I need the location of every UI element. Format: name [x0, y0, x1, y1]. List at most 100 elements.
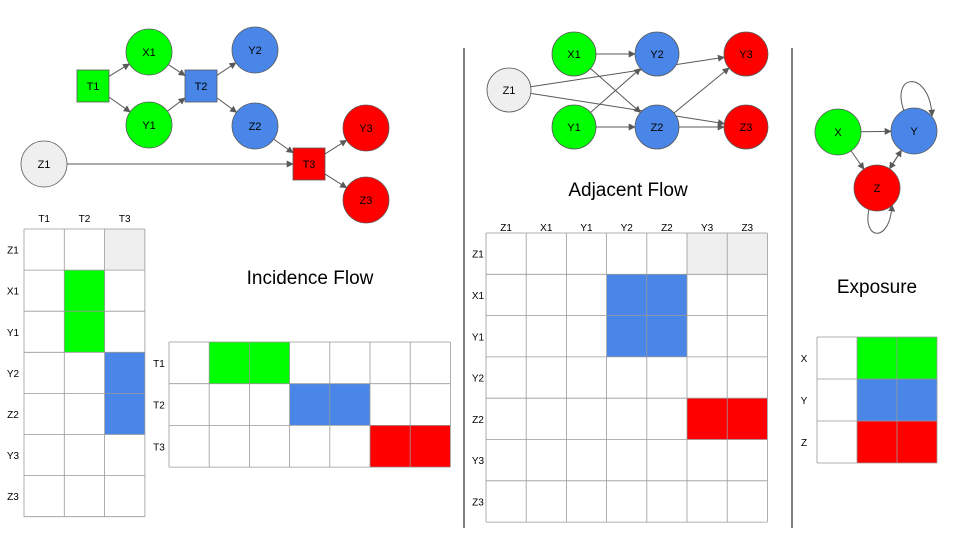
incidence-matrix-col-label-t1: T1	[38, 214, 50, 225]
incidence-node-label-t1: T1	[87, 81, 100, 93]
incidence-node-x1: X1	[125, 28, 173, 76]
adjacent-node-z2: Z2	[634, 104, 680, 150]
adjacent-matrix-cell-4-5	[687, 398, 728, 440]
exposure-node-shape-z	[853, 164, 901, 212]
adjacent-node-label-z3: Z3	[740, 122, 753, 134]
incidence-transpose-cell-1-4	[329, 383, 370, 426]
incidence-edge-t1-y1	[108, 96, 131, 113]
incidence-matrix-row-label-z2: Z2	[7, 410, 19, 421]
incidence-matrix-cell-0-2	[104, 229, 145, 271]
adjacent-matrix-cell-1-3	[606, 274, 647, 316]
adjacent-matrix-cell-0-6	[727, 233, 768, 275]
adjacent-matrix-col-label-y1: Y1	[580, 223, 593, 234]
incidence-node-y1: Y1	[125, 101, 173, 149]
exposure-matrix-cell-1-2	[897, 379, 937, 421]
incidence-node-shape-t3	[292, 147, 326, 181]
adjacent-node-z3: Z3	[723, 104, 769, 150]
incidence-matrix-row-label-z1: Z1	[7, 246, 19, 257]
exposure-matrix-cell-2-1	[857, 421, 897, 463]
incidence-matrix-row-label-x1: X1	[7, 287, 20, 298]
adjacent-node-z1: Z1	[486, 67, 532, 113]
adjacent-node-label-x1: X1	[567, 49, 580, 61]
adjacent-node-label-y3: Y3	[739, 49, 752, 61]
exposure-self-loop-z	[867, 204, 896, 234]
incidence-edge-t3-z3	[324, 173, 348, 189]
adjacent-matrix-col-label-x1: X1	[540, 223, 553, 234]
incidence-matrix-row-label-z3: Z3	[7, 492, 19, 503]
incidence-node-t1: T1	[76, 69, 110, 103]
exposure-matrix-cell-0-1	[857, 337, 897, 379]
adjacent-matrix-cell-2-4	[646, 315, 687, 357]
incidence-node-label-y3: Y3	[359, 123, 372, 135]
exposure-node-shape-y	[890, 107, 938, 155]
adjacent-matrix-row-label-y3: Y3	[472, 456, 485, 467]
incidence-edge-x1-t2	[167, 64, 186, 76]
incidence-edge-t2-y2	[216, 62, 237, 76]
adjacent-node-y2: Y2	[634, 31, 680, 77]
incidence-transpose-cell-0-1	[209, 342, 250, 384]
incidence-transpose-cell-2-5	[370, 425, 411, 468]
incidence-matrix-cell-3-2	[104, 352, 145, 394]
incidence-node-z1: Z1	[20, 140, 68, 188]
exposure-matrix-row-label-z: Z	[801, 438, 807, 449]
incidence-matrix-row-label-y2: Y2	[7, 369, 20, 380]
adjacent-matrix-row-label-z1: Z1	[472, 250, 484, 261]
adjacent-matrix-row-label-y2: Y2	[472, 374, 485, 385]
incidence-transpose-row-label-t3: T3	[153, 442, 165, 453]
exposure-matrix-row-label-x: X	[801, 354, 808, 365]
edges-layer	[67, 50, 936, 234]
incidence-node-shape-y2	[231, 26, 279, 74]
adjacent-matrix-cell-0-5	[687, 233, 728, 275]
adjacent-flow-title: Adjacent Flow	[568, 180, 688, 201]
exposure-node-y: Y	[890, 107, 938, 155]
adjacent-matrix-row-label-z2: Z2	[472, 415, 484, 426]
adjacent-node-shape-y1	[551, 104, 597, 150]
incidence-node-z3: Z3	[342, 176, 390, 224]
incidence-node-y3: Y3	[342, 104, 390, 152]
exposure-node-label-x: X	[834, 127, 842, 139]
adjacent-matrix-row-label-x1: X1	[472, 291, 485, 302]
adjacent-matrix-cell-1-4	[646, 274, 687, 316]
exposure-node-z: Z	[853, 164, 901, 212]
adjacent-node-shape-x1	[551, 31, 597, 77]
exposure-matrix-cell-1-1	[857, 379, 897, 421]
adjacent-matrix-col-label-y3: Y3	[701, 223, 714, 234]
adjacent-node-label-y1: Y1	[567, 122, 580, 134]
incidence-flow-title: Incidence Flow	[247, 268, 374, 289]
adjacent-node-y1: Y1	[551, 104, 597, 150]
incidence-node-label-y1: Y1	[142, 120, 155, 132]
incidence-node-shape-y3	[342, 104, 390, 152]
incidence-matrix-cell-4-2	[104, 393, 145, 435]
adjacent-edge-z1-y3	[530, 54, 725, 88]
exposure-edge-y-z	[889, 150, 902, 170]
incidence-matrix-row-label-y3: Y3	[7, 451, 20, 462]
adjacent-edge-z2-y3	[673, 67, 730, 114]
adjacent-edge-z1-z3	[530, 92, 725, 127]
incidence-transpose-row-label-t1: T1	[153, 359, 165, 370]
incidence-node-shape-t2	[184, 69, 218, 103]
incidence-node-shape-z1	[20, 140, 68, 188]
adjacent-node-y3: Y3	[723, 31, 769, 77]
incidence-node-label-z3: Z3	[360, 195, 373, 207]
incidence-node-label-z1: Z1	[38, 159, 51, 171]
exposure-node-shape-x	[814, 108, 862, 156]
incidence-transpose-cell-1-3	[289, 383, 330, 426]
exposure-node-x: X	[814, 108, 862, 156]
exposure-self-loop-y	[900, 81, 936, 117]
incidence-node-shape-z3	[342, 176, 390, 224]
incidence-transpose-cell-0-2	[249, 342, 290, 384]
exposure-node-label-z: Z	[874, 183, 881, 195]
adjacent-node-label-z2: Z2	[651, 122, 664, 134]
incidence-node-z2: Z2	[231, 102, 279, 150]
incidence-node-label-z2: Z2	[249, 121, 262, 133]
adjacent-matrix-row-label-z3: Z3	[472, 497, 484, 508]
incidence-edge-t2-z2	[216, 97, 238, 113]
incidence-node-t2: T2	[184, 69, 218, 103]
incidence-edge-t1-x1	[108, 63, 130, 77]
exposure-matrix-row-label-y: Y	[801, 396, 808, 407]
